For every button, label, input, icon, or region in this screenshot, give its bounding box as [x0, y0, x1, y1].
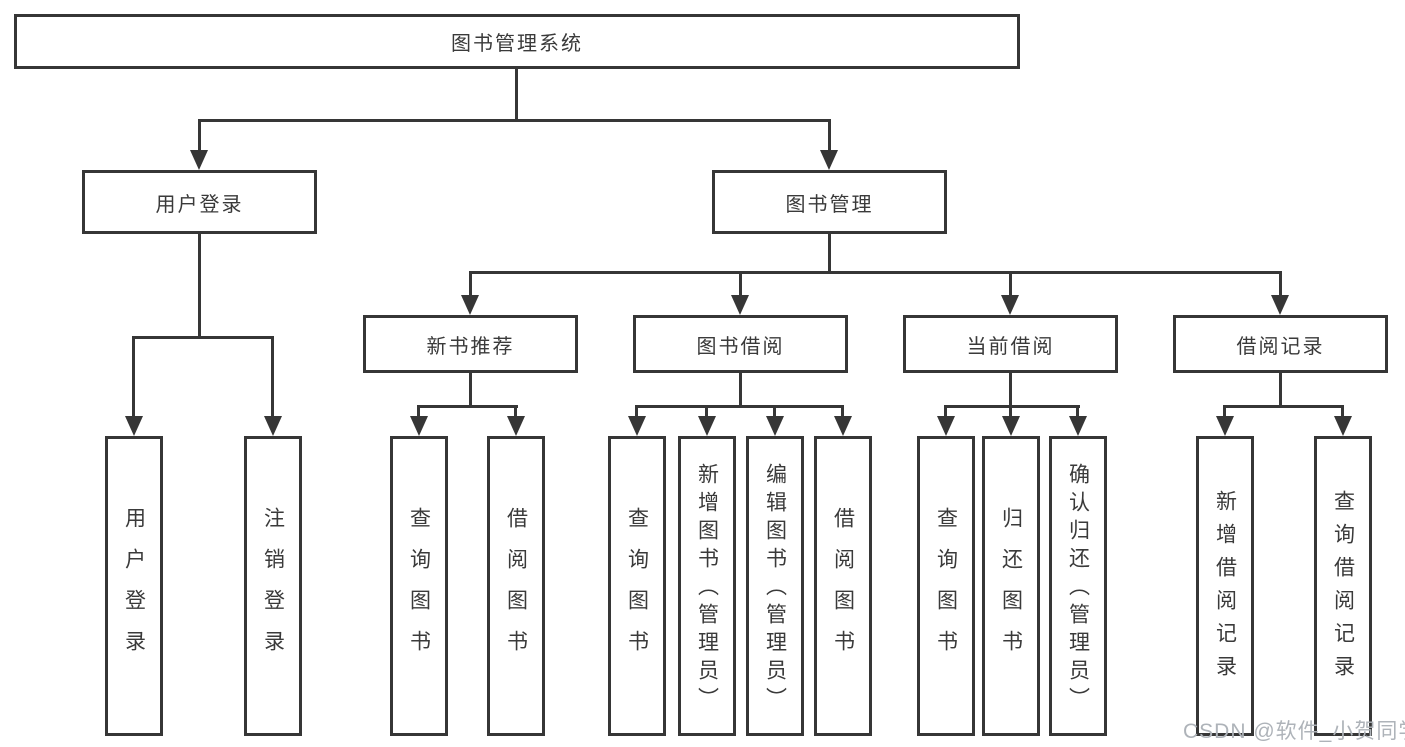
leaf-logout: 注销登录 — [244, 436, 302, 736]
node-label: 新书推荐 — [426, 335, 515, 358]
leaf-label: 查询图书 — [934, 507, 958, 671]
connector-segment — [1223, 408, 1226, 417]
node-label: 图书借阅 — [696, 335, 785, 358]
connector-segment — [1009, 408, 1012, 417]
arrow-down-icon — [1002, 416, 1020, 436]
leaf-label: 归还图书 — [999, 507, 1023, 671]
connector-segment — [705, 408, 708, 417]
leaf-borrow-books: 借阅图书 — [814, 436, 872, 736]
connector-segment — [469, 373, 472, 408]
connector-segment — [1009, 373, 1012, 408]
leaf-label: 借阅图书 — [831, 507, 855, 671]
node-label: 借阅记录 — [1236, 335, 1325, 358]
node-label: 图书管理系统 — [451, 33, 583, 55]
leaf-add-book-admin: 新增图书（管理员） — [678, 436, 736, 736]
arrow-down-icon — [820, 150, 838, 170]
leaf-label: 新增图书（管理员） — [695, 463, 719, 715]
connector-segment — [635, 408, 638, 417]
arrow-down-icon — [125, 416, 143, 436]
connector-segment — [198, 234, 201, 339]
leaf-label: 新增借阅记录 — [1213, 490, 1237, 688]
node-book-borrowing: 图书借阅 — [633, 315, 848, 373]
connector-segment — [469, 274, 472, 296]
node-book-management: 图书管理 — [712, 170, 947, 234]
connector-segment — [944, 405, 1080, 408]
connector-segment — [198, 122, 201, 151]
leaf-confirm-return-admin: 确认归还（管理员） — [1049, 436, 1107, 736]
connector-segment — [132, 339, 135, 416]
connector-segment — [841, 408, 844, 417]
arrow-down-icon — [698, 416, 716, 436]
connector-segment — [469, 271, 1282, 274]
leaf-query-books: 查询图书 — [917, 436, 975, 736]
connector-segment — [1279, 373, 1282, 408]
arrow-down-icon — [507, 416, 525, 436]
connector-segment — [739, 373, 742, 408]
connector-segment — [514, 408, 517, 417]
leaf-label: 查询借阅记录 — [1331, 490, 1355, 688]
node-label: 当前借阅 — [966, 335, 1055, 358]
node-user-login: 用户登录 — [82, 170, 317, 234]
leaf-label: 查询图书 — [625, 507, 649, 671]
arrow-down-icon — [1001, 295, 1019, 315]
connector-segment — [773, 408, 776, 417]
node-root: 图书管理系统 — [14, 14, 1020, 69]
connector-segment — [635, 405, 844, 408]
leaf-return-books: 归还图书 — [982, 436, 1040, 736]
node-label: 用户登录 — [155, 193, 244, 216]
arrow-down-icon — [731, 295, 749, 315]
leaf-label: 编辑图书（管理员） — [763, 463, 787, 715]
connector-segment — [198, 119, 831, 122]
arrow-down-icon — [1334, 416, 1352, 436]
connector-segment — [1279, 274, 1282, 296]
node-label: 图书管理 — [785, 193, 874, 216]
leaf-add-borrow-record: 新增借阅记录 — [1196, 436, 1254, 736]
connector-segment — [271, 339, 274, 416]
leaf-label: 借阅图书 — [504, 507, 528, 671]
arrow-down-icon — [1271, 295, 1289, 315]
arrow-down-icon — [628, 416, 646, 436]
arrow-down-icon — [1069, 416, 1087, 436]
connector-segment — [944, 408, 947, 417]
connector-segment — [1223, 405, 1344, 408]
leaf-query-books: 查询图书 — [608, 436, 666, 736]
leaf-label: 注销登录 — [261, 507, 285, 671]
arrow-down-icon — [1216, 416, 1234, 436]
leaf-edit-book-admin: 编辑图书（管理员） — [746, 436, 804, 736]
node-current-borrowing: 当前借阅 — [903, 315, 1118, 373]
connector-segment — [417, 408, 420, 417]
connector-segment — [1009, 274, 1012, 296]
leaf-query-borrow-record: 查询借阅记录 — [1314, 436, 1372, 736]
arrow-down-icon — [190, 150, 208, 170]
leaf-label: 确认归还（管理员） — [1066, 463, 1090, 715]
leaf-query-books: 查询图书 — [390, 436, 448, 736]
leaf-borrow-books: 借阅图书 — [487, 436, 545, 736]
connector-segment — [515, 69, 518, 122]
leaf-user-login: 用户登录 — [105, 436, 163, 736]
connector-segment — [739, 274, 742, 296]
arrow-down-icon — [766, 416, 784, 436]
connector-segment — [132, 336, 274, 339]
arrow-down-icon — [264, 416, 282, 436]
leaf-label: 查询图书 — [407, 507, 431, 671]
connector-segment — [828, 122, 831, 151]
arrow-down-icon — [834, 416, 852, 436]
node-new-book-recommend: 新书推荐 — [363, 315, 578, 373]
leaf-label: 用户登录 — [122, 507, 146, 671]
connector-segment — [828, 234, 831, 274]
connector-segment — [1076, 408, 1079, 417]
connector-segment — [1341, 408, 1344, 417]
arrow-down-icon — [461, 295, 479, 315]
watermark: CSDN @软件_小贺同学 — [1183, 720, 1405, 743]
node-borrowing-records: 借阅记录 — [1173, 315, 1388, 373]
arrow-down-icon — [937, 416, 955, 436]
connector-segment — [417, 405, 518, 408]
arrow-down-icon — [410, 416, 428, 436]
